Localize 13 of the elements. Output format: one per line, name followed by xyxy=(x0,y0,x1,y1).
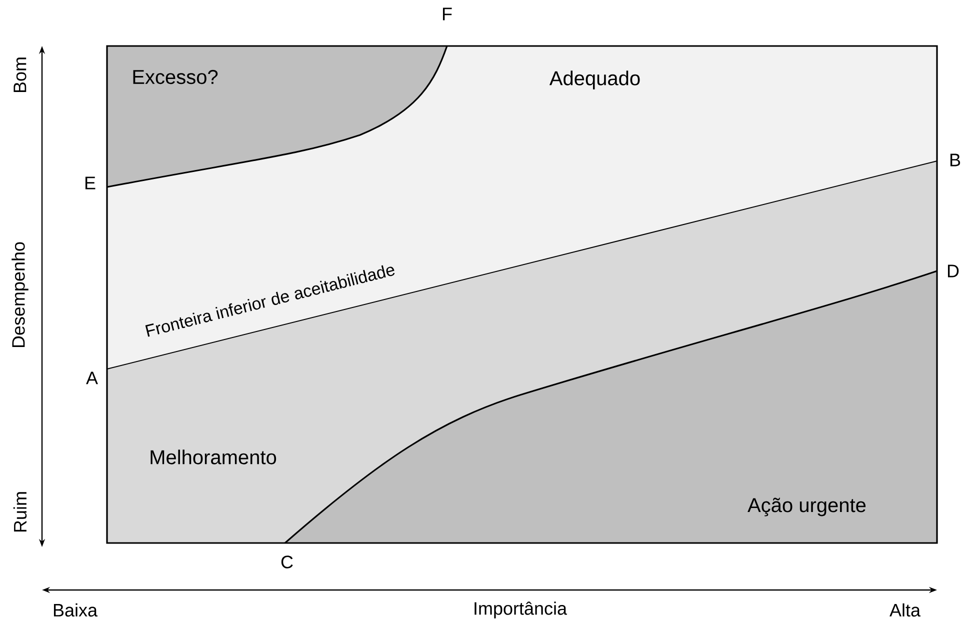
point-label: F xyxy=(442,8,452,20)
point-label: A xyxy=(86,372,98,384)
point-label: C xyxy=(281,556,293,568)
axis-label: Bom xyxy=(14,58,26,92)
axis-label: Ruim xyxy=(13,492,27,532)
axis-label: Alta xyxy=(890,603,920,617)
axis-label: Desempenho xyxy=(12,242,28,348)
point-label: D xyxy=(948,264,959,278)
point-label: E xyxy=(85,176,96,190)
axis-label: Baixa xyxy=(54,603,98,617)
zone-region: Excesso? xyxy=(107,46,447,187)
axis-label: Importância xyxy=(474,602,568,618)
point-label: B xyxy=(950,154,960,166)
